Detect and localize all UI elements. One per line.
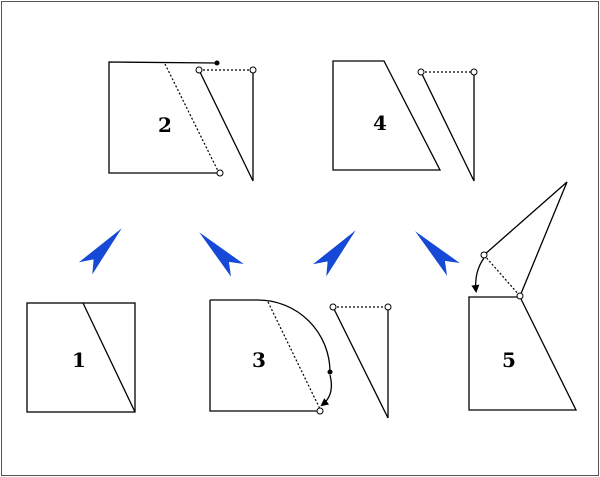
arrow-step-1-to-2 xyxy=(78,228,122,275)
step-2-fold-line xyxy=(164,63,219,172)
arrow-step-4-to-5 xyxy=(415,231,460,276)
step-5-hinge-point xyxy=(516,292,524,300)
step-3-shape-sides xyxy=(209,300,320,412)
step-4-figure: 4 xyxy=(332,60,478,182)
step-5-label: 5 xyxy=(502,348,516,372)
step-3-triangle xyxy=(331,306,389,419)
step-4-label: 4 xyxy=(373,111,387,135)
step-2-pivot-dot xyxy=(214,60,220,66)
step-3-triangle-point-right xyxy=(384,303,392,311)
step-2-label: 2 xyxy=(158,113,172,137)
step-5-trapezoid xyxy=(468,296,578,411)
step-3-triangle-point-left xyxy=(329,303,337,311)
step-4-triangle-point-left xyxy=(417,68,425,76)
step-3-figure: 3 xyxy=(209,299,392,419)
step-2-triangle xyxy=(197,69,254,182)
step-5-triangle xyxy=(483,181,568,298)
step-4-trapezoid xyxy=(332,60,442,171)
step-1-cut-line xyxy=(82,302,136,413)
step-4-triangle-point-right xyxy=(470,68,478,76)
step-1-label: 1 xyxy=(72,348,86,372)
step-3-hinge-point xyxy=(316,407,324,415)
step-5-rotate-arrow xyxy=(471,257,485,293)
step-2-hinge-point xyxy=(216,169,224,177)
step-2-triangle-point-right xyxy=(249,66,257,74)
step-5-triangle-dotted-edge xyxy=(483,254,521,297)
step-2-triangle-point-left xyxy=(195,66,203,74)
step-2-figure: 2 xyxy=(108,60,257,182)
arrow-step-3-to-4 xyxy=(312,230,356,277)
step-3-label: 3 xyxy=(252,348,266,372)
step-5-figure: 5 xyxy=(468,181,578,411)
arrow-step-2-to-3 xyxy=(199,232,244,277)
step-5-triangle-point-left xyxy=(480,251,488,259)
step-3-rotate-arrow xyxy=(320,374,333,407)
step-3-arc-end-dot xyxy=(327,369,333,375)
step-2-square xyxy=(108,61,220,174)
step-3-shape xyxy=(210,299,331,373)
step-1-square xyxy=(26,302,136,413)
step-1-figure: 1 xyxy=(26,302,136,413)
step-3-fold-line xyxy=(267,301,321,410)
step-arrows xyxy=(78,228,460,277)
step-4-triangle xyxy=(419,71,475,182)
